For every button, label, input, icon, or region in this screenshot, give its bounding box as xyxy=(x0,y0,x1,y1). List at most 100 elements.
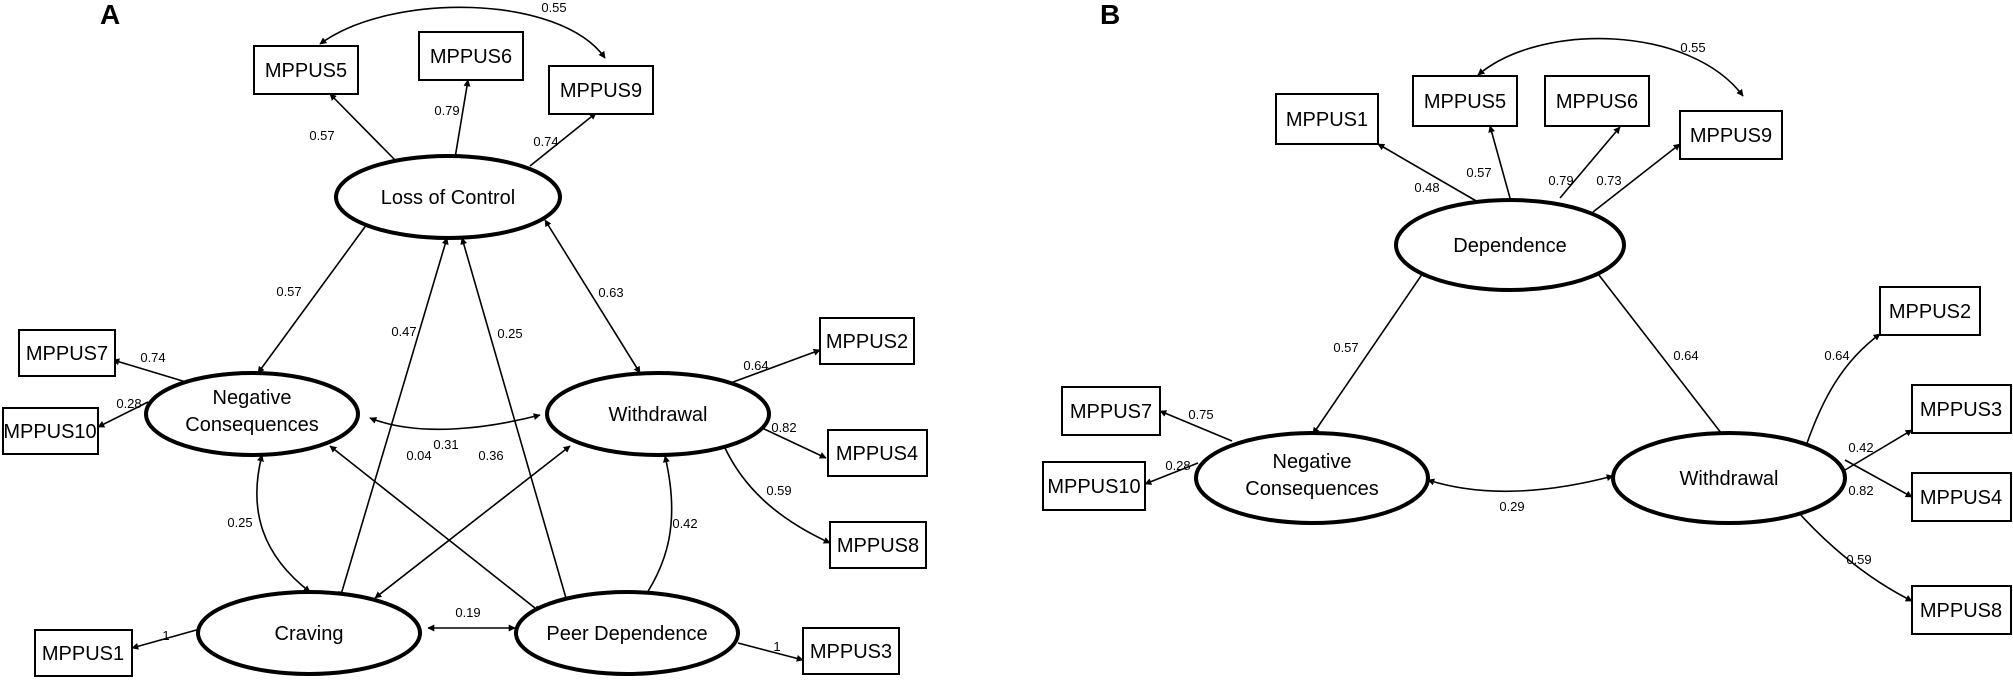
panel-b-loading-wd-m4-label: 0.82 xyxy=(1848,483,1873,498)
panel-a-loading-loc-m5 xyxy=(329,93,396,161)
panel-b-loading-dep-m9 xyxy=(1592,143,1681,213)
indicator-box: MPPUS5 xyxy=(253,45,359,95)
indicator-box: MPPUS8 xyxy=(829,521,927,569)
indicator-box: MPPUS5 xyxy=(1412,75,1518,127)
panel-b-error-cov-m5-m9 xyxy=(1477,37,1744,97)
factor-label: Peer Dependence xyxy=(546,623,707,645)
factor-label-line1: Negative xyxy=(213,387,292,409)
panel-a-corr-neg-pd-label: 0.04 xyxy=(406,448,431,463)
indicator-box: MPPUS6 xyxy=(418,31,524,81)
panel-a-loading-loc-m6-label: 0.79 xyxy=(434,103,459,118)
latent-factor: Withdrawal xyxy=(1611,431,1847,525)
indicator-box: MPPUS1 xyxy=(34,629,133,677)
indicator-label: MPPUS6 xyxy=(430,46,512,68)
panel-a-label: A xyxy=(100,0,120,30)
panel-a-indicators: MPPUS5 MPPUS6 MPPUS9 MPPUS7 MPPUS10 MPPU… xyxy=(2,31,928,677)
indicator-label: MPPUS2 xyxy=(826,331,908,353)
panel-b-indicators: MPPUS1 MPPUS5 MPPUS6 MPPUS9 MPPUS7 MPPUS… xyxy=(1042,75,2012,635)
indicator-box: MPPUS2 xyxy=(819,317,915,365)
indicator-label: MPPUS7 xyxy=(26,343,108,365)
factor-label-line2: Consequences xyxy=(1245,478,1378,500)
indicator-box: MPPUS8 xyxy=(1911,585,2012,635)
panel-a-loading-loc-m9 xyxy=(529,112,597,167)
indicator-box: MPPUS6 xyxy=(1544,75,1650,127)
indicator-label: MPPUS1 xyxy=(1286,109,1368,131)
panel-b-loading-dep-m5-label: 0.57 xyxy=(1466,165,1491,180)
panel-b-loading-dep-m1-label: 0.48 xyxy=(1414,180,1439,195)
indicator-label: MPPUS5 xyxy=(1424,91,1506,113)
panel-a-loading-cr-m1 xyxy=(131,628,201,650)
panel-a-loading-pd-m3-label: 1 xyxy=(773,639,780,654)
panel-b-loading-wd-m3 xyxy=(1844,429,1913,471)
indicator-box: MPPUS4 xyxy=(827,429,928,477)
latent-factor: Negative Consequences xyxy=(144,371,360,457)
indicator-label: MPPUS6 xyxy=(1556,91,1638,113)
panel-b: B 0.55 0.48 0.57 0.79 0.73 0.75 0.28 xyxy=(1042,0,2012,635)
panel-a-coefficients: 0.55 0.57 0.79 0.74 0.74 0.28 0.64 0.82 … xyxy=(116,0,796,654)
panel-a-loading-loc-m9-label: 0.74 xyxy=(533,134,558,149)
indicator-box: MPPUS7 xyxy=(18,329,116,377)
panel-a-corr-neg-wd-label: 0.31 xyxy=(433,437,458,452)
panel-b-loading-neg-m10 xyxy=(1144,462,1199,485)
panel-b-coefficients: 0.55 0.48 0.57 0.79 0.73 0.75 0.28 0.64 … xyxy=(1165,40,1873,567)
panel-b-loading-wd-m3-label: 0.42 xyxy=(1848,440,1873,455)
indicator-label: MPPUS4 xyxy=(1920,487,2002,509)
panel-a-loading-neg-m10 xyxy=(97,401,149,428)
panel-b-corr-dep-neg xyxy=(1312,269,1426,435)
panel-b-corr-neg-wd xyxy=(1427,474,1614,493)
indicator-box: MPPUS9 xyxy=(548,65,654,115)
indicator-box: MPPUS9 xyxy=(1679,110,1783,160)
indicator-label: MPPUS3 xyxy=(1920,399,2002,421)
panel-a-corr-loc-cr-label: 0.47 xyxy=(391,324,416,339)
panel-b-corr-dep-wd xyxy=(1594,269,1726,439)
indicator-label: MPPUS10 xyxy=(3,421,96,443)
panel-a-loading-neg-m7 xyxy=(112,358,187,383)
panel-a-corr-wd-cr xyxy=(374,445,571,599)
panel-a-corr-neg-wd xyxy=(369,413,541,431)
indicator-label: MPPUS7 xyxy=(1070,401,1152,423)
indicator-box: MPPUS3 xyxy=(1911,384,2012,434)
panel-b-loading-dep-m6 xyxy=(1559,126,1621,199)
factor-label: Withdrawal xyxy=(1680,468,1779,490)
latent-factor: Withdrawal xyxy=(545,371,771,457)
panel-a-corr-loc-wd xyxy=(544,219,641,374)
panel-b-loading-neg-m10-label: 0.28 xyxy=(1165,458,1190,473)
panel-a-error-cov-m5-m9-label: 0.55 xyxy=(541,0,566,15)
panel-a-corr-loc-pd-label: 0.25 xyxy=(497,326,522,341)
panel-b-loading-wd-m2-label: 0.64 xyxy=(1824,348,1849,363)
indicator-box: MPPUS2 xyxy=(1879,286,1981,336)
indicator-label: MPPUS4 xyxy=(836,443,918,465)
panel-b-loading-wd-m2 xyxy=(1805,333,1881,447)
panel-a-loading-wd-m8 xyxy=(724,447,831,544)
panel-a-factors: Loss of Control Negative Consequences Wi… xyxy=(144,154,771,676)
panel-b-label: B xyxy=(1100,0,1120,30)
latent-factor: Negative Consequences xyxy=(1194,431,1430,525)
panel-b-corr-neg-wd-label: 0.29 xyxy=(1499,499,1524,514)
panel-a-loading-wd-m4-label: 0.82 xyxy=(771,420,796,435)
panel-a-corr-loc-neg xyxy=(257,219,371,374)
indicator-box: MPPUS3 xyxy=(802,627,900,675)
panel-a-loading-wd-m8-label: 0.59 xyxy=(766,483,791,498)
indicator-box: MPPUS7 xyxy=(1061,386,1161,436)
panel-a-error-cov-m5-m9 xyxy=(319,6,606,59)
panel-a-loading-pd-m3 xyxy=(737,642,804,662)
indicator-box: MPPUS4 xyxy=(1911,472,2012,522)
panel-a-loading-neg-m7-label: 0.74 xyxy=(140,350,165,365)
panel-a-corr-loc-neg-label: 0.57 xyxy=(276,284,301,299)
panel-a-loading-neg-m10-label: 0.28 xyxy=(116,396,141,411)
panel-a-corr-neg-cr-label: 0.25 xyxy=(227,515,252,530)
indicator-label: MPPUS8 xyxy=(1920,600,2002,622)
panel-b-loading-wd-m4 xyxy=(1844,459,1913,498)
panel-b-error-cov-m5-m9-label: 0.55 xyxy=(1680,40,1705,55)
panel-a-loading-loc-m5-label: 0.57 xyxy=(309,128,334,143)
indicator-label: MPPUS1 xyxy=(42,643,124,665)
panel-a-loading-wd-m2-label: 0.64 xyxy=(743,358,768,373)
panel-a-corr-neg-cr xyxy=(256,454,311,593)
latent-factor: Loss of Control xyxy=(334,154,562,240)
indicator-label: MPPUS9 xyxy=(560,80,642,102)
factor-label: Loss of Control xyxy=(381,187,516,209)
panel-a-loading-cr-m1-label: 1 xyxy=(162,628,169,643)
panel-b-corr-dep-wd-label: 0.64 xyxy=(1673,348,1698,363)
latent-factor: Peer Dependence xyxy=(514,590,740,676)
